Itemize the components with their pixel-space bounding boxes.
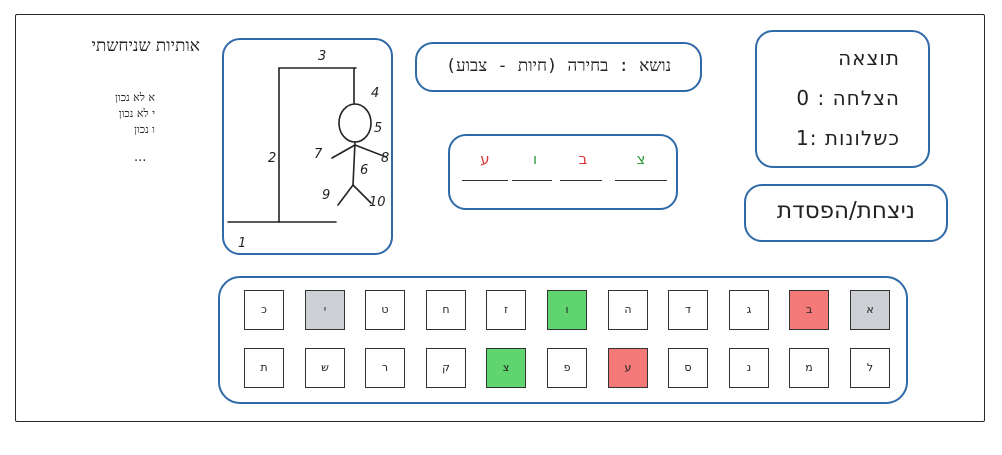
letter-slot: צ <box>615 148 667 181</box>
letter-key[interactable]: ב <box>789 290 829 330</box>
game-status-panel: ניצחת/הפסדת <box>744 184 948 242</box>
letter-key[interactable]: ט <box>365 290 405 330</box>
letter-key[interactable]: צ <box>486 348 526 388</box>
letter-key[interactable]: ז <box>486 290 526 330</box>
word-panel: צ ב ו ע <box>448 134 678 210</box>
letter-slot-underline <box>560 180 602 181</box>
game-status-text: ניצחת/הפסדת <box>777 198 915 224</box>
topic-text: נושא : בחירה (חיות - צבוע) <box>445 56 672 76</box>
letter-key[interactable]: מ <box>789 348 829 388</box>
letter-slot-underline <box>512 180 552 181</box>
guessed-letters-list: א לא נכון י לא נכון ו נכון <box>80 90 155 138</box>
letter-slot-underline <box>462 180 508 181</box>
letter-key[interactable]: ד <box>668 290 708 330</box>
letter-slot: ע <box>462 148 508 181</box>
hangman-label: 7 <box>314 147 323 162</box>
letter-key[interactable]: ו <box>547 290 587 330</box>
letter-key[interactable]: פ <box>547 348 587 388</box>
hangman-label: 6 <box>360 163 368 178</box>
hangman-label: 5 <box>374 121 382 136</box>
hangman-head <box>338 103 372 143</box>
hangman-label: 8 <box>381 151 389 166</box>
hangman-left-arm <box>331 144 356 159</box>
letter-key[interactable]: ת <box>244 348 284 388</box>
letter-slot-char: צ <box>636 150 646 168</box>
hangman-right-arm <box>354 144 387 158</box>
guessed-item: א לא נכון <box>115 91 155 104</box>
letter-slot-char: ו <box>532 150 538 168</box>
game-frame <box>15 14 985 422</box>
guessed-item: י לא נכון <box>118 107 155 120</box>
letter-key[interactable]: א <box>850 290 890 330</box>
score-panel: תוצאה הצלחה : 0 כשלונות :1 <box>755 30 930 168</box>
success-count: הצלחה : 0 <box>796 86 900 110</box>
letter-key[interactable]: ק <box>426 348 466 388</box>
topic-panel: נושא : בחירה (חיות - צבוע) <box>415 42 702 92</box>
score-title: תוצאה <box>838 46 900 70</box>
letter-key[interactable]: נ <box>729 348 769 388</box>
hangman-right-leg <box>352 184 372 204</box>
guessed-more: ... <box>134 150 147 165</box>
letter-slot-char: ב <box>578 150 588 168</box>
letter-key[interactable]: ש <box>305 348 345 388</box>
letter-key[interactable]: כ <box>244 290 284 330</box>
letter-slot: ב <box>560 148 606 181</box>
hangman-panel: 1 2 3 4 5 6 7 8 9 10 <box>222 38 393 255</box>
guessed-item: ו נכון <box>134 123 155 136</box>
letter-slot-char: ע <box>480 150 490 168</box>
letter-key[interactable]: ע <box>608 348 648 388</box>
guessed-letters-title: אותיות שניחשתי <box>91 36 200 56</box>
hangman-label: 2 <box>268 151 276 166</box>
letter-key[interactable]: ר <box>365 348 405 388</box>
hangman-label: 9 <box>322 188 330 203</box>
letter-slot: ו <box>512 148 558 181</box>
hangman-label: 10 <box>369 195 386 210</box>
letter-key[interactable]: ל <box>850 348 890 388</box>
letter-key[interactable]: י <box>305 290 345 330</box>
hangman-drawing: 1 2 3 4 5 6 7 8 9 10 <box>227 49 389 251</box>
letter-key[interactable]: ח <box>426 290 466 330</box>
letter-key[interactable]: ה <box>608 290 648 330</box>
fail-count: כשלונות :1 <box>796 126 900 150</box>
hangman-label: 1 <box>238 236 246 251</box>
hangman-label: 4 <box>371 86 379 101</box>
hangman-left-leg <box>337 184 354 206</box>
letter-key[interactable]: ג <box>729 290 769 330</box>
hangman-label: 3 <box>318 49 326 64</box>
letter-key[interactable]: ס <box>668 348 708 388</box>
letter-slot-underline <box>615 180 667 181</box>
hangman-body <box>352 141 356 186</box>
